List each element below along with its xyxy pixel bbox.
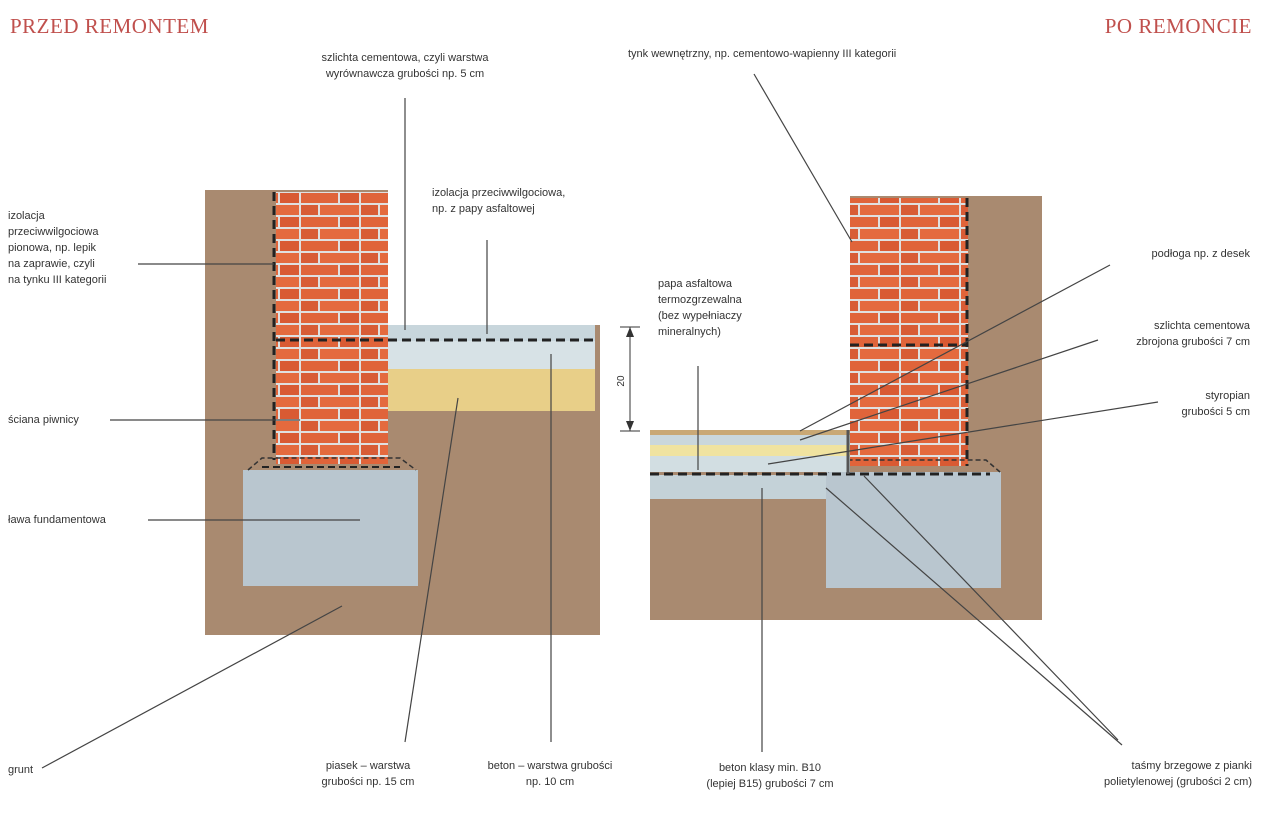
label-interior-plaster: tynk wewnętrzny, np. cementowo-wapienny … [628, 48, 897, 60]
floor-boards [650, 430, 850, 435]
label-soil: grunt [8, 764, 34, 776]
brick-wall-right [850, 198, 968, 466]
label-concrete-left: beton – warstwa grubości np. 10 cm [487, 760, 613, 788]
right-section [650, 196, 1042, 620]
leader-lines [41, 73, 1159, 769]
label-styrofoam: styropian grubości 5 cm [1181, 390, 1250, 418]
label-vertical-insulation: izolacja przeciwwilgociowa pionowa, np. … [8, 210, 107, 286]
label-foundation: ława fundamentowa [8, 514, 106, 526]
screed-lower-right [650, 456, 850, 472]
foundation-edge-left [247, 457, 417, 471]
title-after-renovation: PO REMONCIE [1104, 14, 1252, 38]
leader-podloga [799, 264, 1111, 432]
label-floor: podłoga np. z desek [1151, 248, 1250, 260]
left-section [205, 190, 600, 635]
leader-tasmy-a [825, 487, 1123, 746]
leader-tynk [753, 73, 853, 243]
leader-szlichta-right [799, 339, 1099, 441]
label-sand: piasek – warstwa grubości np. 15 cm [321, 760, 415, 788]
concrete-right [650, 475, 826, 499]
dimension-value: 20 [616, 375, 627, 387]
leader-piasek [404, 397, 459, 743]
foundation-left [243, 470, 418, 586]
screed-right [650, 435, 850, 445]
styrofoam-right [650, 445, 850, 456]
screed-left [388, 325, 595, 341]
leader-styropian [767, 401, 1159, 465]
title-before-renovation: PRZED REMONTEM [10, 14, 209, 38]
label-concrete-right: beton klasy min. B10 (lepiej B15) gruboś… [706, 762, 834, 790]
foundation-right [826, 472, 1001, 588]
leader-tasmy-b [863, 475, 1119, 741]
label-bitumen-membrane: papa asfaltowa termozgrzewalna (bez wype… [658, 278, 742, 338]
height-dimension: 20 [616, 326, 640, 432]
label-screed-top: szlichta cementowa, czyli warstwa wyrówn… [321, 52, 489, 80]
wall-gap-right [650, 196, 850, 431]
brick-wall-left [276, 192, 388, 464]
label-edge-strips: taśmy brzegowe z pianki polietylenowej (… [1104, 760, 1252, 788]
concrete-left [388, 341, 595, 369]
wall-gap-left [388, 190, 600, 325]
leader-grunt [41, 605, 343, 769]
label-basement-wall: ściana piwnicy [8, 414, 79, 426]
sand-left [388, 369, 595, 411]
label-horizontal-insulation: izolacja przeciwwilgociowa, np. z papy a… [432, 187, 566, 215]
label-screed-right: szlichta cementowa zbrojona grubości 7 c… [1136, 320, 1250, 348]
